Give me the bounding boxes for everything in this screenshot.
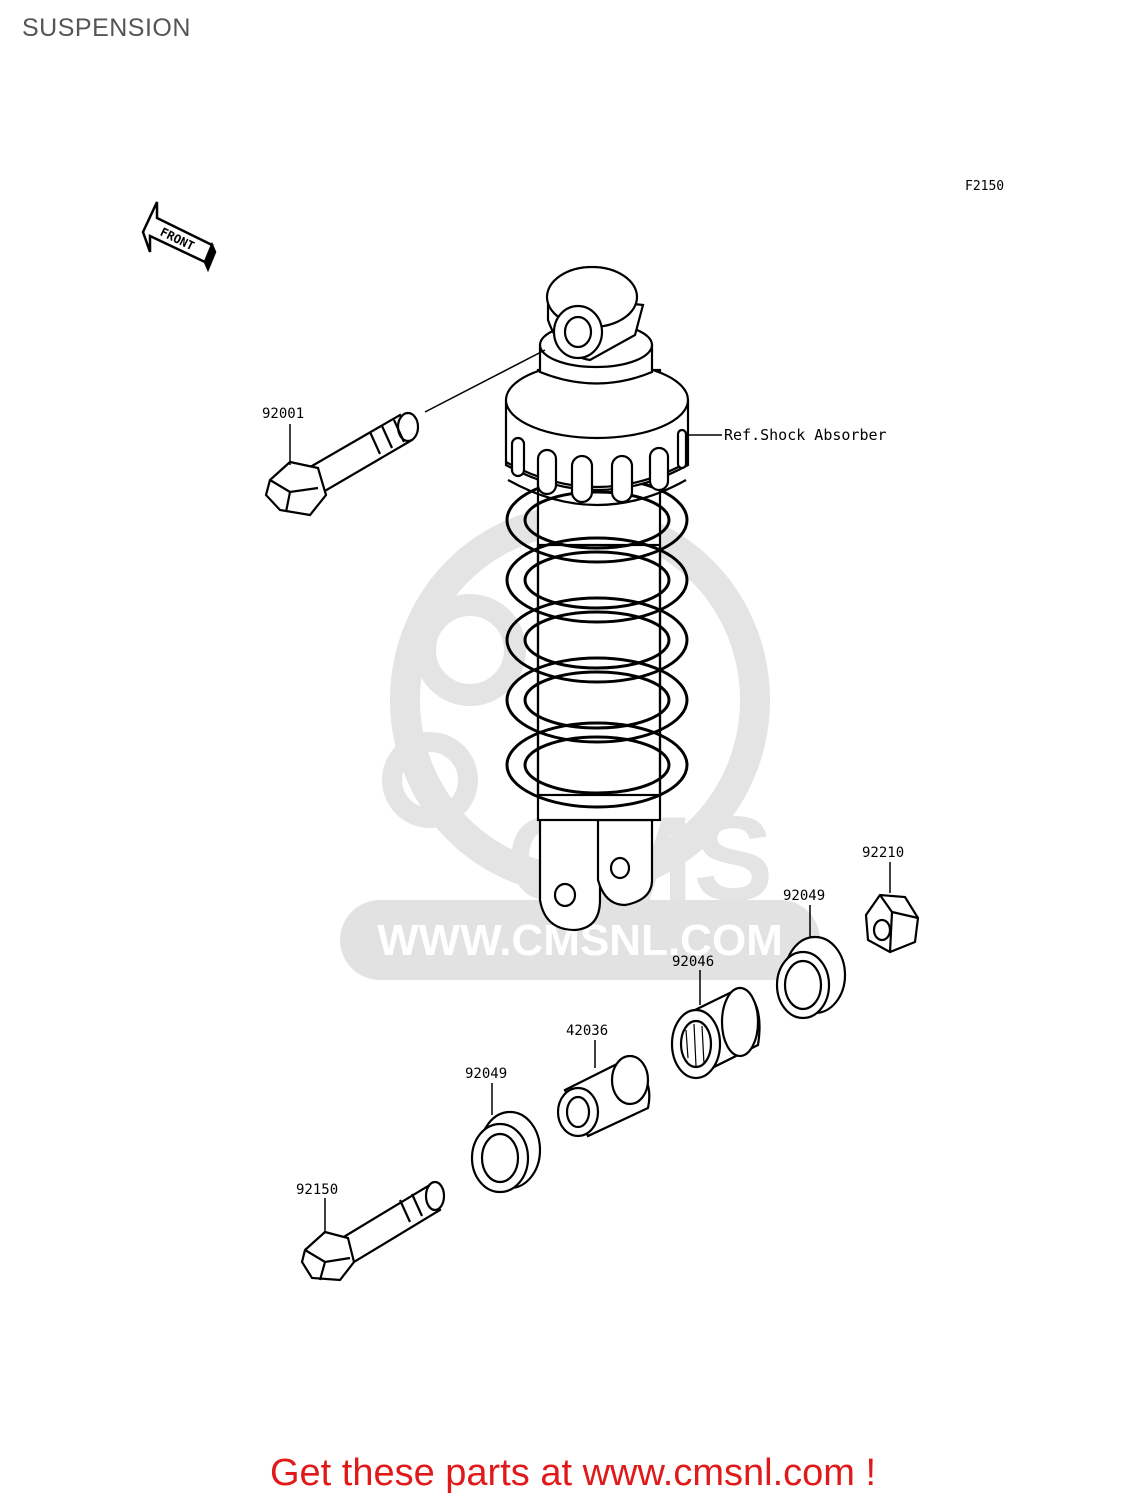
part-number-92001: 92001 bbox=[262, 406, 304, 422]
needle-bearing bbox=[670, 986, 761, 1080]
figure-code: F2150 bbox=[965, 179, 1004, 194]
part-number-92210: 92210 bbox=[862, 845, 904, 861]
shock-absorber bbox=[504, 265, 690, 932]
sleeve bbox=[556, 1054, 651, 1138]
right-collar bbox=[775, 935, 847, 1020]
nut bbox=[864, 893, 920, 954]
part-number-92150: 92150 bbox=[296, 1182, 338, 1198]
front-arrow-icon: FRONT bbox=[141, 201, 217, 273]
part-number-42036: 42036 bbox=[566, 1023, 608, 1039]
page-title: SUSPENSION bbox=[22, 14, 191, 42]
part-number-92049-right: 92049 bbox=[783, 888, 825, 904]
footer-link[interactable]: Get these parts at www.cmsnl.com ! bbox=[269, 1452, 877, 1494]
part-number-92046: 92046 bbox=[672, 954, 714, 970]
lower-bolt bbox=[300, 1180, 446, 1282]
left-collar bbox=[470, 1110, 542, 1194]
upper-bolt bbox=[264, 411, 420, 517]
reference-label: Ref.Shock Absorber bbox=[724, 426, 887, 444]
leader-upper-bolt bbox=[424, 349, 546, 413]
part-number-92049-left: 92049 bbox=[465, 1066, 507, 1082]
